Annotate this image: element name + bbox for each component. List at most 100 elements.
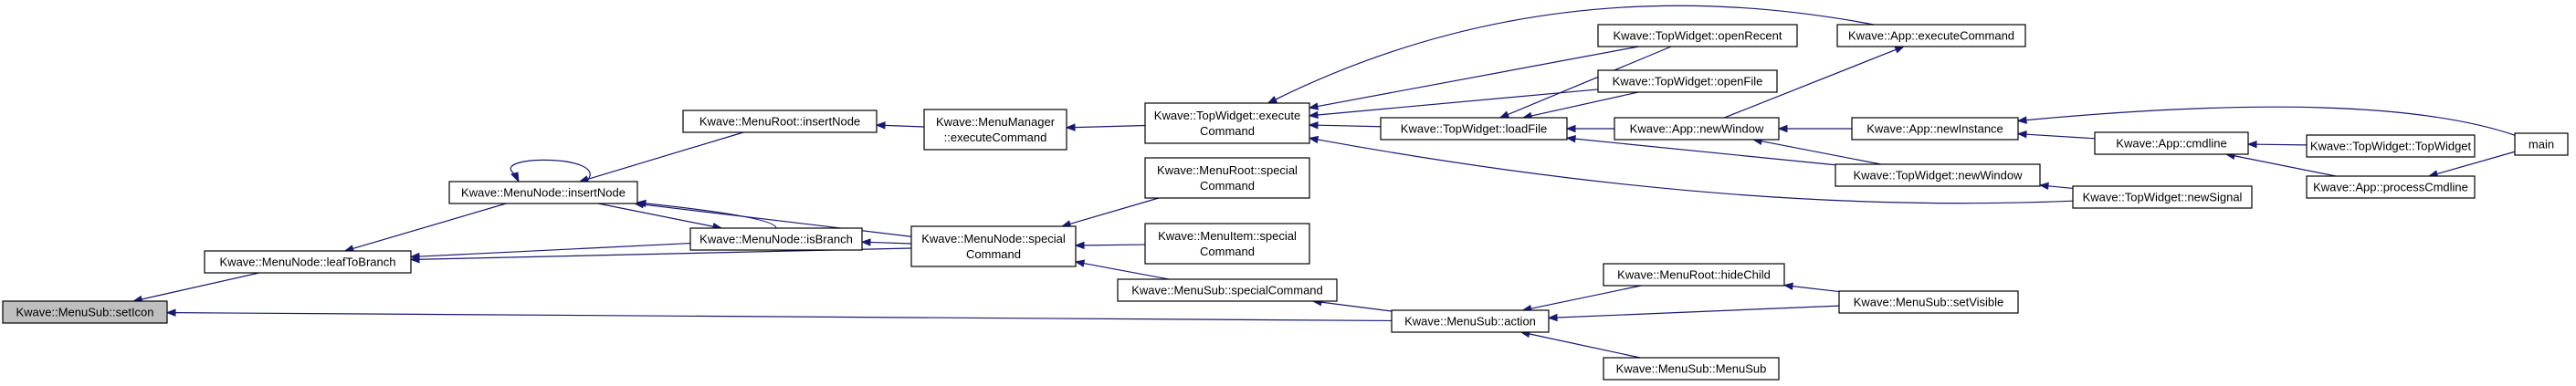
- edge-subAction-to-setIcon: [165, 308, 1393, 322]
- edge-arrowhead: [409, 255, 420, 264]
- node-subAction[interactable]: Kwave::MenuSub::action: [1391, 309, 1550, 333]
- node-label: Kwave::MenuRoot::hideChild: [1617, 268, 1771, 282]
- node-subMenuSub[interactable]: Kwave::MenuSub::MenuSub: [1603, 357, 1780, 381]
- call-nodes: Kwave::MenuSub::setIcon Kwave::MenuNode::…: [2, 24, 2569, 381]
- node-appProcCmdline[interactable]: Kwave::App::processCmdline: [2306, 175, 2476, 199]
- node-mgrExec[interactable]: Kwave::MenuManager::executeCommand: [923, 109, 1067, 151]
- node-label: Command: [1200, 179, 1255, 193]
- node-insertNode[interactable]: Kwave::MenuNode::insertNode: [448, 181, 638, 204]
- node-rootInsertNode[interactable]: Kwave::MenuRoot::insertNode: [682, 110, 878, 133]
- node-label: Command: [966, 247, 1021, 261]
- edge-subMenuSub-to-subAction: [1519, 329, 1641, 359]
- edge-nodeSpecial-to-insertNode: [633, 200, 912, 237]
- node-label: Kwave::TopWidget::loadFile: [1401, 122, 1547, 136]
- edge-arrowhead: [633, 200, 645, 209]
- node-appExec[interactable]: Kwave::App::executeCommand: [1836, 24, 2026, 47]
- edge-arrowhead: [2016, 130, 2027, 139]
- node-appCmdline[interactable]: Kwave::App::cmdline: [2094, 131, 2249, 155]
- node-label: Kwave::MenuSub::action: [1404, 315, 1536, 329]
- node-appNewWindow[interactable]: Kwave::App::newWindow: [1614, 117, 1780, 141]
- edge-line: [1317, 46, 1639, 108]
- node-label: Kwave::TopWidget::newWindow: [1854, 169, 2024, 183]
- edge-subSetVisible-to-rootHideChild: [1782, 282, 1840, 293]
- edge-line: [2234, 155, 2337, 177]
- node-box: [1144, 223, 1310, 265]
- node-box: [1603, 357, 1780, 381]
- node-twOpenRecent[interactable]: Kwave::TopWidget::openRecent: [1597, 24, 1798, 47]
- edge-arrowhead: [1308, 135, 1320, 144]
- edge-leafToBranch-to-setIcon: [131, 272, 259, 304]
- edge-isBranch-to-insertNode: [636, 199, 777, 229]
- node-label: Kwave::App::newWindow: [1630, 122, 1764, 136]
- node-label: Kwave::MenuSub::specialCommand: [1131, 284, 1323, 297]
- edge-arrowhead: [1074, 241, 1085, 250]
- node-box: [2, 300, 168, 324]
- edge-line: [1507, 46, 1672, 116]
- node-twNewSignal[interactable]: Kwave::TopWidget::newSignal: [2072, 185, 2253, 209]
- node-subSetVisible[interactable]: Kwave::MenuSub::setVisible: [1838, 290, 2019, 314]
- edge-arrowhead: [510, 172, 520, 183]
- edge-arrowhead: [1065, 123, 1076, 131]
- edge-line: [587, 131, 744, 180]
- edge-line: [352, 203, 507, 250]
- edge-arrowhead: [1267, 96, 1278, 104]
- node-box: [682, 110, 878, 133]
- node-rootSpecial[interactable]: Kwave::MenuRoot::specialCommand: [1144, 157, 1310, 199]
- node-twLoadFile[interactable]: Kwave::TopWidget::loadFile: [1380, 117, 1568, 141]
- node-label: Kwave::TopWidget::newSignal: [2083, 191, 2243, 204]
- node-box: [1838, 290, 2019, 314]
- node-box: [1835, 163, 2041, 187]
- node-setIcon[interactable]: Kwave::MenuSub::setIcon: [2, 300, 168, 324]
- node-box: [1380, 117, 1568, 141]
- node-isBranch[interactable]: Kwave::MenuNode::isBranch: [689, 227, 863, 251]
- node-box: [204, 250, 412, 274]
- node-subSpecial[interactable]: Kwave::MenuSub::specialCommand: [1117, 278, 1338, 302]
- node-appNewInstance[interactable]: Kwave::App::newInstance: [1851, 117, 2019, 141]
- edge-line: [1069, 197, 1160, 225]
- edge-subSpecial-to-nodeSpecial: [1074, 259, 1170, 280]
- node-twNewWindow[interactable]: Kwave::TopWidget::newWindow: [1835, 163, 2041, 187]
- node-box: [1597, 69, 1778, 93]
- node-label: Kwave::TopWidget::TopWidget: [2310, 140, 2472, 153]
- node-label: Kwave::App::executeCommand: [1848, 29, 2014, 43]
- node-twTopWidget[interactable]: Kwave::TopWidget::TopWidget: [2306, 134, 2476, 158]
- edge-appNewInstance-to-appNewWindow: [1777, 124, 1852, 133]
- edge-line: [2255, 143, 2308, 146]
- node-label: main: [2529, 138, 2554, 151]
- edge-arrowhead: [860, 238, 871, 246]
- edge-rootSpecial-to-nodeSpecial: [1060, 197, 1160, 228]
- node-box: [2514, 132, 2569, 156]
- edge-main-to-appNewInstance: [2016, 106, 2516, 136]
- edge-arrowhead: [1308, 110, 1319, 120]
- node-label: Kwave::MenuItem::special: [1158, 229, 1297, 243]
- node-leafToBranch[interactable]: Kwave::MenuNode::leafToBranch: [204, 250, 412, 274]
- edge-twNewSignal-to-twExec: [1308, 135, 2074, 204]
- node-rootHideChild[interactable]: Kwave::MenuRoot::hideChild: [1603, 263, 1785, 287]
- edge-arrowhead: [1565, 124, 1576, 133]
- node-label: Kwave::MenuRoot::insertNode: [699, 115, 860, 129]
- node-box: [1836, 24, 2026, 47]
- node-main[interactable]: main: [2514, 132, 2569, 156]
- node-box: [448, 181, 638, 204]
- node-itemSpecial[interactable]: Kwave::MenuItem::specialCommand: [1144, 223, 1310, 265]
- node-label: Kwave::App::newInstance: [1866, 122, 2003, 136]
- edge-arrowhead: [875, 121, 886, 130]
- node-label: Kwave::MenuNode::isBranch: [699, 233, 853, 246]
- node-nodeSpecial[interactable]: Kwave::MenuNode::specialCommand: [910, 225, 1077, 267]
- node-label: Kwave::MenuNode::leafToBranch: [220, 256, 396, 269]
- edge-line: [141, 272, 259, 300]
- node-twOpenFile[interactable]: Kwave::TopWidget::openFile: [1597, 69, 1778, 93]
- edge-line: [510, 159, 591, 183]
- node-box: [2094, 131, 2249, 155]
- edge-line: [1556, 305, 1840, 318]
- edge-isBranch-to-leafToBranch: [409, 242, 691, 261]
- edge-line: [1724, 48, 1897, 119]
- edge-arrowhead: [1308, 120, 1319, 130]
- edge-insertNode-to-leafToBranch: [343, 203, 507, 253]
- edge-arrowhead: [1894, 46, 1906, 54]
- node-label: Kwave::MenuSub::setVisible: [1854, 296, 2004, 309]
- node-box: [1144, 102, 1310, 144]
- node-twExec[interactable]: Kwave::TopWidget::executeCommand: [1144, 102, 1310, 144]
- edge-twOpenFile-to-twExec: [1308, 89, 1599, 120]
- node-label: Kwave::MenuSub::setIcon: [16, 306, 153, 319]
